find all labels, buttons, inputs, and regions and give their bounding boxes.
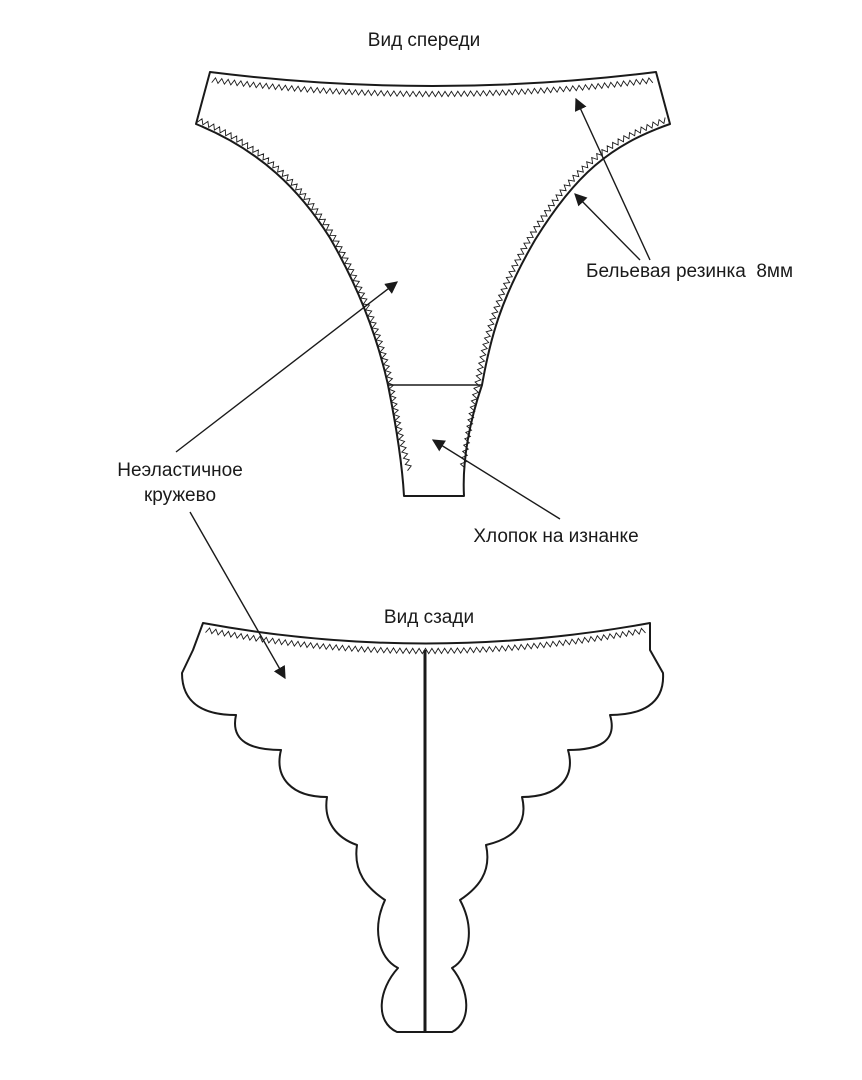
elastic-label: Бельевая резинка 8мм bbox=[586, 261, 793, 282]
lace-arrow-back bbox=[189, 511, 286, 680]
lace-label-line2: кружево bbox=[144, 485, 216, 506]
callout-arrows bbox=[175, 97, 651, 680]
cotton-arrow bbox=[431, 439, 561, 520]
lace-label-line1: Неэластичное bbox=[117, 460, 243, 481]
right-leg-elastic-stitch bbox=[459, 117, 666, 469]
waist-elastic-stitch bbox=[211, 76, 654, 98]
back-outline bbox=[181, 622, 665, 1033]
lace-arrow-front bbox=[175, 281, 398, 453]
elastic-arrow-waist bbox=[575, 97, 651, 261]
front-outline bbox=[195, 71, 671, 497]
front-panties bbox=[195, 71, 671, 497]
back-waist-elastic-stitch bbox=[205, 627, 646, 655]
back-view-title: Вид сзади bbox=[384, 607, 474, 628]
cotton-label: Хлопок на изнанке bbox=[473, 526, 638, 547]
back-panties bbox=[181, 622, 665, 1033]
front-view-title: Вид спереди bbox=[368, 30, 480, 51]
elastic-arrow-leg bbox=[574, 193, 641, 261]
left-leg-elastic-stitch bbox=[196, 118, 412, 471]
